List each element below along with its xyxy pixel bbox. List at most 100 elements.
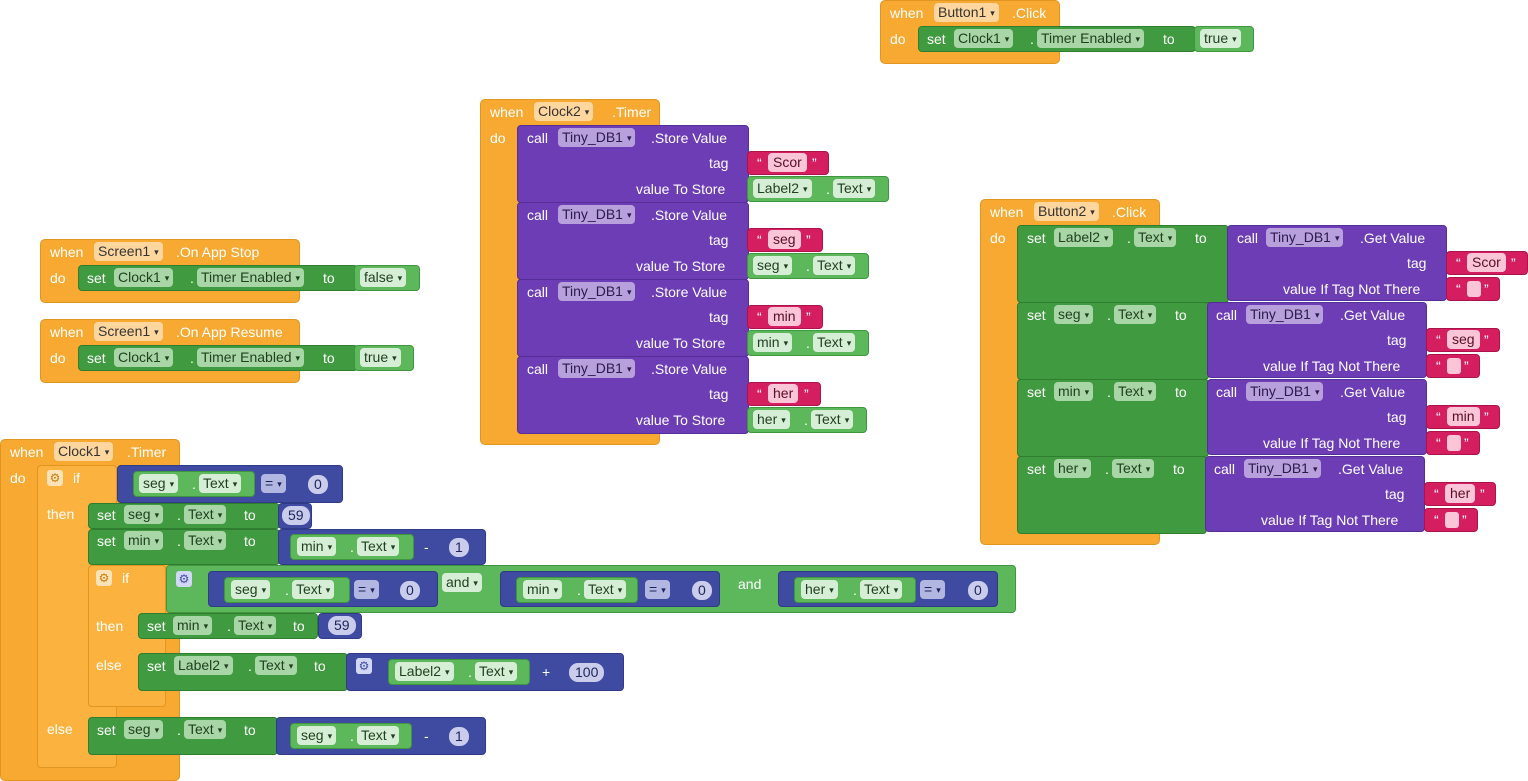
property-dropdown[interactable]: Text▾ [1114,305,1157,324]
number-value[interactable]: 59 [328,616,356,635]
property-dropdown[interactable]: Text▾ [357,726,400,745]
number-value[interactable]: 0 [308,475,328,494]
property-dropdown[interactable]: Text▾ [184,505,227,524]
property-dropdown[interactable]: Text▾ [292,580,335,599]
property-dropdown[interactable]: Text▾ [833,179,876,198]
component-dropdown[interactable]: seg▾ [753,256,793,275]
component-dropdown[interactable]: Tiny_DB1▾ [558,359,636,378]
number-value[interactable]: 100 [569,663,605,682]
property-dropdown[interactable]: Text▾ [234,616,277,635]
component-dropdown[interactable]: Tiny_DB1▾ [1246,305,1324,324]
operator-dropdown[interactable]: and▾ [442,573,482,592]
property-dropdown[interactable]: Text▾ [584,580,627,599]
set-block[interactable] [138,613,318,639]
string-value[interactable]: min [1447,407,1480,426]
number-value[interactable]: 59 [282,506,310,525]
component-dropdown[interactable]: Clock1▾ [114,348,174,367]
boolean-dropdown[interactable]: true▾ [1200,29,1241,48]
operator-dropdown[interactable]: =▾ [354,580,379,599]
operator-dropdown[interactable]: =▾ [920,580,945,599]
empty-string[interactable] [1445,512,1459,528]
gear-icon[interactable]: ⚙ [96,570,112,586]
string-value[interactable]: min [768,307,801,326]
property-dropdown[interactable]: Text▾ [1134,228,1177,247]
component-dropdown[interactable]: Label2▾ [395,662,454,681]
boolean-dropdown[interactable]: false▾ [360,268,407,287]
component-dropdown[interactable]: her▾ [753,410,790,429]
gear-icon[interactable]: ⚙ [356,658,372,674]
component-dropdown[interactable]: her▾ [1054,459,1091,478]
property-dropdown[interactable]: Text▾ [813,333,856,352]
property-dropdown[interactable]: Timer Enabled▾ [1037,29,1145,48]
component-dropdown[interactable]: Label2▾ [174,656,233,675]
string-value[interactable]: her [768,384,799,403]
get-value-call[interactable] [1205,456,1425,532]
property-dropdown[interactable]: Text▾ [1114,382,1157,401]
string-value[interactable]: Scor [768,153,807,172]
property-dropdown[interactable]: Timer Enabled▾ [197,348,305,367]
string-value[interactable]: her [1445,484,1476,503]
component-dropdown[interactable]: Tiny_DB1▾ [1246,382,1324,401]
property-dropdown[interactable]: Text▾ [357,537,400,556]
number-value[interactable]: 0 [968,581,988,600]
empty-string[interactable] [1447,435,1461,451]
gear-icon[interactable]: ⚙ [176,571,192,587]
empty-string[interactable] [1467,281,1481,297]
component-dropdown[interactable]: Screen1▾ [94,242,163,261]
component-dropdown[interactable]: Tiny_DB1▾ [558,282,636,301]
property-dropdown[interactable]: Text▾ [184,531,227,550]
number-value[interactable]: 0 [400,581,420,600]
string-value[interactable]: seg [768,230,801,249]
component-dropdown[interactable]: min▾ [173,616,213,635]
component-dropdown[interactable]: Screen1▾ [94,322,163,341]
component-dropdown[interactable]: Tiny_DB1▾ [1266,228,1344,247]
property-dropdown[interactable]: Text▾ [255,656,298,675]
string-value[interactable]: seg [1447,330,1480,349]
operator-dropdown[interactable]: =▾ [645,580,670,599]
component-dropdown[interactable]: seg▾ [124,720,164,739]
property-dropdown[interactable]: Text▾ [860,580,903,599]
gear-icon[interactable]: ⚙ [47,470,63,486]
store-value-call[interactable] [517,279,749,357]
component-dropdown[interactable]: min▾ [753,333,793,352]
component-dropdown[interactable]: Button2▾ [1034,202,1099,221]
set-block[interactable] [138,653,348,691]
component-dropdown[interactable]: min▾ [523,580,563,599]
set-block[interactable] [1017,302,1209,380]
component-dropdown[interactable]: seg▾ [139,474,179,493]
property-dropdown[interactable]: Text▾ [1112,459,1155,478]
property-dropdown[interactable]: Text▾ [811,410,854,429]
component-dropdown[interactable]: Clock1▾ [54,442,114,461]
component-dropdown[interactable]: Tiny_DB1▾ [1244,459,1322,478]
component-dropdown[interactable]: Label2▾ [753,179,812,198]
component-dropdown[interactable]: min▾ [124,531,164,550]
property-dropdown[interactable]: Text▾ [199,474,242,493]
number-value[interactable]: 1 [449,538,469,557]
component-dropdown[interactable]: Clock1▾ [954,29,1014,48]
property-dropdown[interactable]: Text▾ [475,662,518,681]
component-dropdown[interactable]: Tiny_DB1▾ [558,128,636,147]
property-dropdown[interactable]: Timer Enabled▾ [197,268,305,287]
component-dropdown[interactable]: seg▾ [231,580,271,599]
string-value[interactable]: Scor [1467,253,1506,272]
property-dropdown[interactable]: Text▾ [813,256,856,275]
number-value[interactable]: 1 [449,727,469,746]
component-dropdown[interactable]: seg▾ [297,726,337,745]
component-dropdown[interactable]: min▾ [297,537,337,556]
component-dropdown[interactable]: Tiny_DB1▾ [558,205,636,224]
empty-string[interactable] [1447,358,1461,374]
component-dropdown[interactable]: seg▾ [1054,305,1094,324]
component-dropdown[interactable]: seg▾ [124,505,164,524]
set-block[interactable] [88,717,278,755]
number-value[interactable]: 0 [692,581,712,600]
property-dropdown[interactable]: Text▾ [184,720,227,739]
component-dropdown[interactable]: Clock2▾ [534,102,594,121]
component-dropdown[interactable]: min▾ [1054,382,1094,401]
component-dropdown[interactable]: Label2▾ [1054,228,1113,247]
boolean-dropdown[interactable]: true▾ [360,348,401,367]
component-dropdown[interactable]: Button1▾ [934,3,999,22]
component-dropdown[interactable]: Clock1▾ [114,268,174,287]
operator-dropdown[interactable]: =▾ [261,474,286,493]
component-dropdown[interactable]: her▾ [801,580,838,599]
chevron-down-icon: ▾ [288,660,294,671]
